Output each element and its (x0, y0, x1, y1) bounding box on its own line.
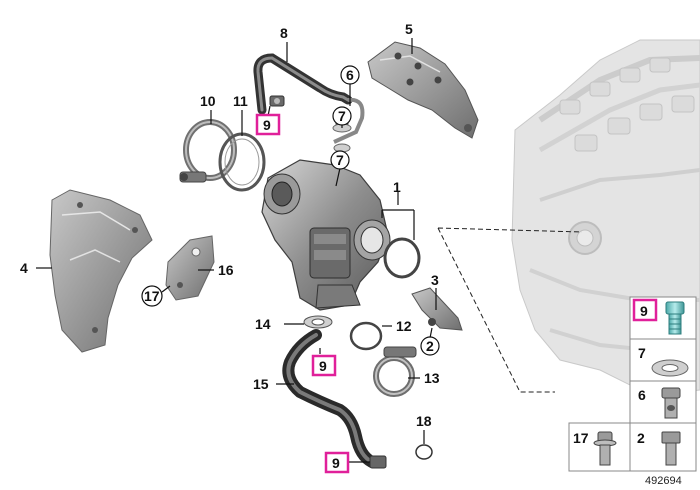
sealing-washer-icon (651, 359, 689, 377)
gasket-ring-part-11 (218, 132, 266, 192)
gasket-part-14 (303, 315, 333, 329)
clamp-part-13 (373, 346, 417, 397)
callout-7-top: 7 (338, 108, 346, 124)
callout-16: 16 (218, 262, 234, 278)
callout-3: 3 (431, 272, 439, 288)
diagram-number: 492694 (645, 475, 682, 487)
callout-13: 13 (424, 370, 440, 386)
banjo-bolt-icon (661, 387, 681, 419)
catalog-label-17: 17 (573, 430, 589, 446)
callout-4: 4 (20, 260, 28, 276)
turbocharger-part-1 (261, 159, 391, 311)
catalog-label-2: 2 (637, 430, 645, 446)
hex-bolt-icon (661, 431, 681, 466)
oil-return-hose-part-15 (282, 329, 387, 469)
bracket-part-16 (165, 235, 215, 301)
callout-9-bottom: 9 (332, 455, 340, 471)
callout-11: 11 (233, 93, 248, 109)
catalog-label-7: 7 (638, 345, 646, 361)
callout-2: 2 (426, 338, 434, 354)
catalog-label-6: 6 (638, 387, 646, 403)
callout-8: 8 (280, 25, 288, 41)
leader-lines (36, 38, 437, 463)
o-ring-part-1 (383, 237, 421, 279)
oil-feed-pipe-part-8 (253, 53, 365, 144)
parts-catalog-table: 9 7 6 17 2 (568, 296, 697, 472)
callout-7-lower: 7 (336, 152, 344, 168)
o-ring-part-18 (415, 444, 433, 460)
callout-18: 18 (416, 413, 432, 429)
callout-17: 17 (144, 288, 160, 304)
heat-shield-part-5 (367, 41, 479, 139)
callout-5: 5 (405, 21, 413, 37)
catalog-label-9: 9 (640, 303, 648, 319)
callout-labels: 8 5 6 7 7 10 11 9 1 3 2 4 16 17 14 12 13… (20, 21, 440, 474)
heat-shield-part-4 (49, 189, 153, 353)
v-band-clamp-part-10 (179, 119, 237, 183)
flange-bolt-icon (593, 431, 617, 466)
callout-14: 14 (255, 316, 271, 332)
callout-9-middle: 9 (319, 358, 327, 374)
callout-9-top: 9 (263, 117, 271, 133)
support-bracket-part-3 (411, 287, 463, 331)
callout-6: 6 (346, 67, 354, 83)
cyan-screw-icon (665, 301, 685, 335)
callout-15: 15 (253, 376, 269, 392)
callout-12: 12 (396, 318, 412, 334)
callout-1: 1 (393, 179, 401, 195)
callout-10: 10 (200, 93, 216, 109)
reference-dashed-line (437, 227, 583, 393)
gasket-ring-part-12 (349, 321, 383, 351)
